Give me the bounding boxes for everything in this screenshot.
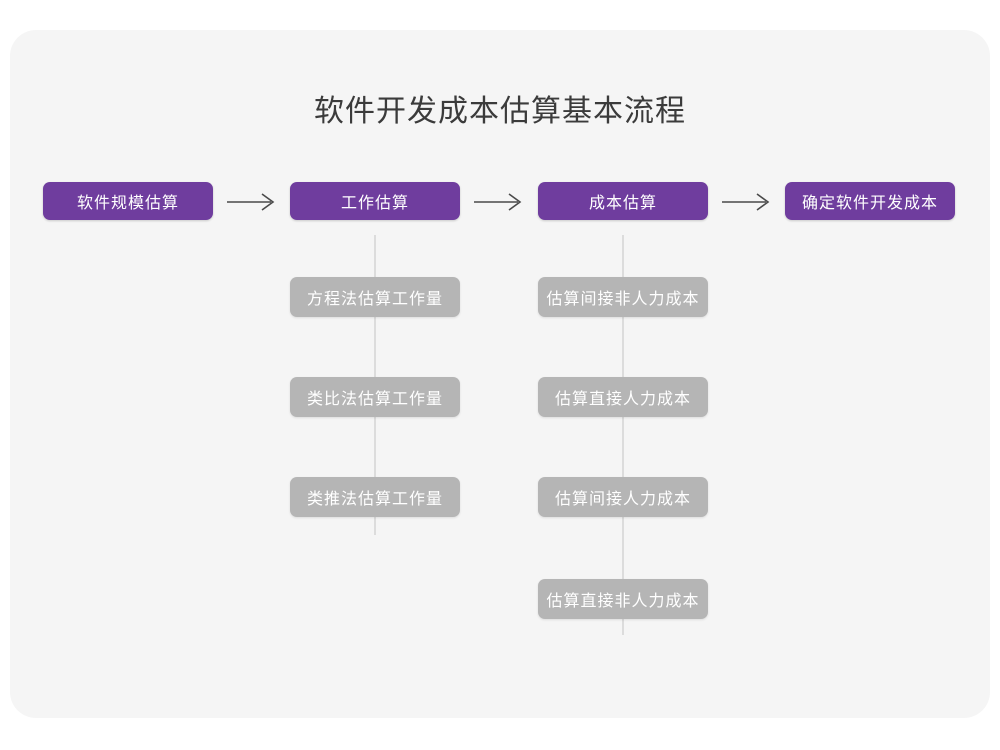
substep-node-label: 估算直接人力成本 xyxy=(554,391,691,408)
connector-line-stage3 xyxy=(622,235,624,635)
substep-node-indirect-nonlabor-cost[interactable]: 估算间接非人力成本 xyxy=(538,277,708,317)
substep-node-direct-labor-cost[interactable]: 估算直接人力成本 xyxy=(538,377,708,417)
stage-node-label: 工作估算 xyxy=(340,195,409,212)
flowchart: 软件开发成本估算基本流程 软件规模估算 工作估算 成本估算 xyxy=(10,30,990,718)
stage-node-cost-estimation[interactable]: 成本估算 xyxy=(538,182,708,220)
arrow-stage2-to-stage3 xyxy=(472,190,528,214)
substep-node-label: 估算直接非人力成本 xyxy=(546,593,700,610)
arrow-stage3-to-stage4 xyxy=(720,190,776,214)
substep-node-label: 类推法估算工作量 xyxy=(306,491,443,508)
stage-node-software-scale-estimation[interactable]: 软件规模估算 xyxy=(43,182,213,220)
page-title: 软件开发成本估算基本流程 xyxy=(314,95,686,128)
stage-node-work-estimation[interactable]: 工作估算 xyxy=(290,182,460,220)
diagram-card: 软件开发成本估算基本流程 软件规模估算 工作估算 成本估算 xyxy=(10,30,990,718)
substep-node-label: 估算间接非人力成本 xyxy=(546,291,700,308)
substep-node-label: 方程法估算工作量 xyxy=(306,291,443,308)
substep-node-analogy-method[interactable]: 类比法估算工作量 xyxy=(290,377,460,417)
substep-node-label: 估算间接人力成本 xyxy=(554,491,691,508)
substep-node-indirect-labor-cost[interactable]: 估算间接人力成本 xyxy=(538,477,708,517)
substep-node-label: 类比法估算工作量 xyxy=(306,391,443,408)
stage-node-label: 确定软件开发成本 xyxy=(801,195,938,212)
stage-node-label: 成本估算 xyxy=(588,195,657,212)
arrow-stage1-to-stage2 xyxy=(225,190,281,214)
substep-node-equation-method[interactable]: 方程法估算工作量 xyxy=(290,277,460,317)
stage-node-determine-development-cost[interactable]: 确定软件开发成本 xyxy=(785,182,955,220)
stage-node-label: 软件规模估算 xyxy=(76,195,179,212)
substep-node-analogical-reasoning-method[interactable]: 类推法估算工作量 xyxy=(290,477,460,517)
substep-node-direct-nonlabor-cost[interactable]: 估算直接非人力成本 xyxy=(538,579,708,619)
